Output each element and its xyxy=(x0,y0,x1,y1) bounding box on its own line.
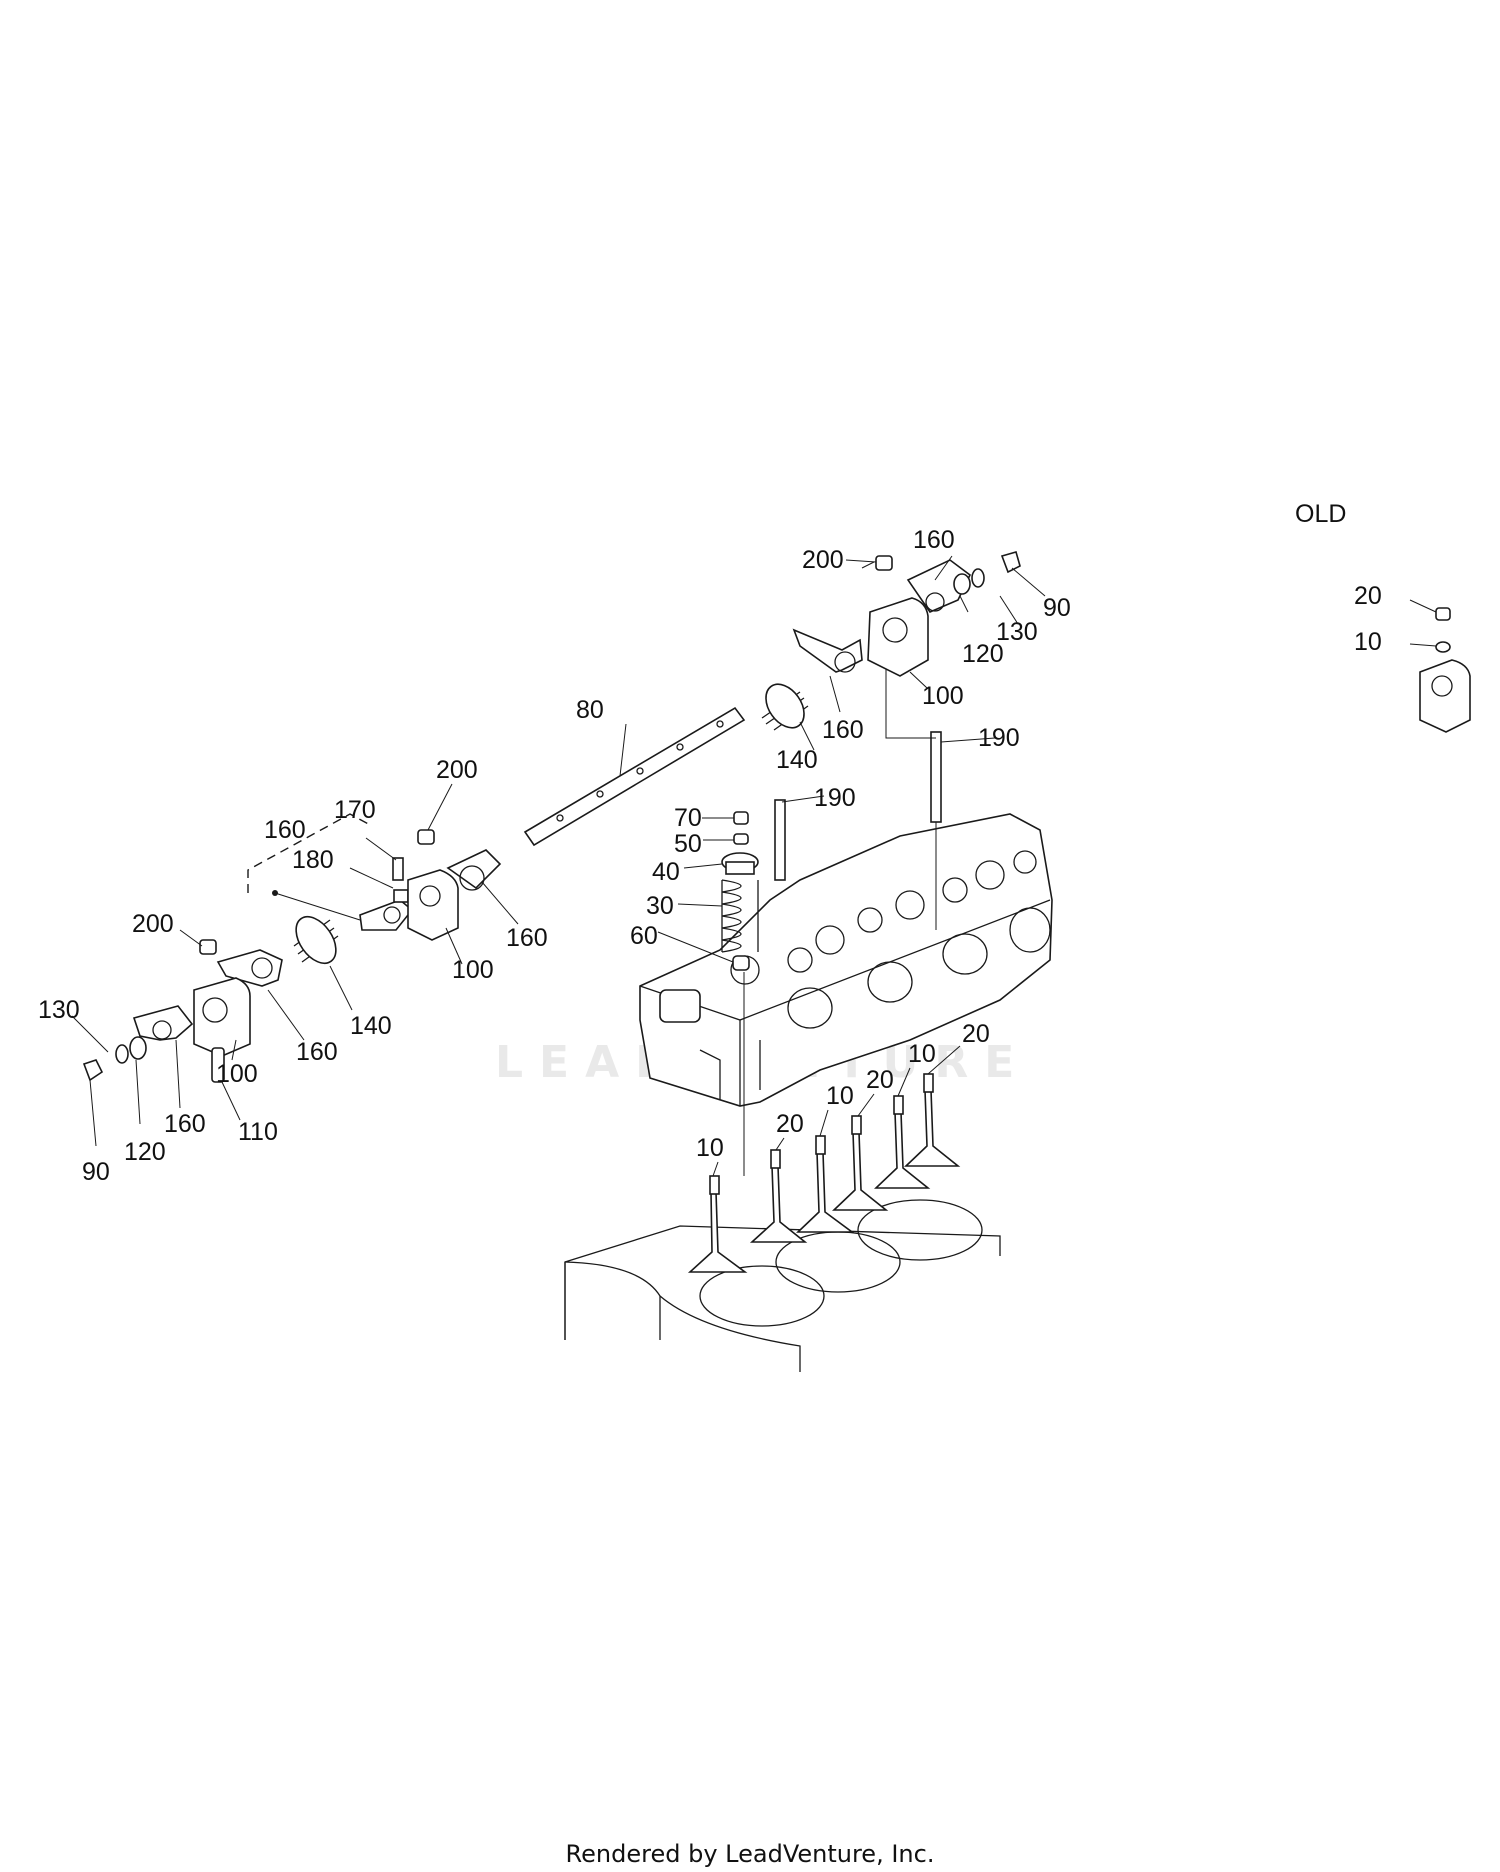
callout: 200 xyxy=(436,756,478,784)
callout: 120 xyxy=(124,1138,166,1166)
callout: 10 xyxy=(696,1134,724,1162)
callout: 100 xyxy=(452,956,494,984)
callout: 130 xyxy=(38,996,80,1024)
callout: 190 xyxy=(814,784,856,812)
callout: 130 xyxy=(996,618,1038,646)
callout: 20 xyxy=(776,1110,804,1138)
callout: 160 xyxy=(264,816,306,844)
rocker-shaft xyxy=(523,706,746,847)
callout: 180 xyxy=(292,846,334,874)
callout: 160 xyxy=(506,924,548,952)
callout: 160 xyxy=(913,526,955,554)
callout: 10 xyxy=(908,1040,936,1068)
footer-credit: Rendered by LeadVenture, Inc. xyxy=(565,1840,935,1868)
callout: 160 xyxy=(822,716,864,744)
callout: 80 xyxy=(576,696,604,724)
old-label: OLD xyxy=(1295,500,1346,528)
callout: 40 xyxy=(652,858,680,886)
valve-spring-stack xyxy=(721,811,759,1176)
callout: 170 xyxy=(334,796,376,824)
callout: 70 xyxy=(674,804,702,832)
callout: 100 xyxy=(216,1060,258,1088)
callout: 160 xyxy=(296,1038,338,1066)
callout: 10 xyxy=(1354,628,1382,656)
callout: 110 xyxy=(238,1118,278,1146)
callout: 50 xyxy=(674,830,702,858)
callout: 160 xyxy=(164,1110,206,1138)
callout: 90 xyxy=(1043,594,1071,622)
cylinder-head xyxy=(639,813,1053,1107)
engine-block xyxy=(564,1199,1001,1372)
callout: 20 xyxy=(1354,582,1382,610)
valves xyxy=(687,1073,961,1273)
callout: 10 xyxy=(826,1082,854,1110)
callout: 140 xyxy=(776,746,818,774)
callout: 30 xyxy=(646,892,674,920)
callout: 20 xyxy=(866,1066,894,1094)
callout: 140 xyxy=(350,1012,392,1040)
leader-lines xyxy=(71,555,1437,1177)
callout: 60 xyxy=(630,922,658,950)
callouts: 200 160 90 130 120 100 160 190 80 140 20… xyxy=(38,526,1382,1186)
callout: 200 xyxy=(132,910,174,938)
callout: 100 xyxy=(922,682,964,710)
callout: 190 xyxy=(978,724,1020,752)
callout: 120 xyxy=(962,640,1004,668)
rocker-assembly-right xyxy=(761,551,1021,731)
callout: 20 xyxy=(962,1020,990,1048)
rocker-assembly-left xyxy=(82,813,502,1083)
old-bracket xyxy=(1419,607,1471,733)
callout: 90 xyxy=(82,1158,110,1186)
callout: 200 xyxy=(802,546,844,574)
